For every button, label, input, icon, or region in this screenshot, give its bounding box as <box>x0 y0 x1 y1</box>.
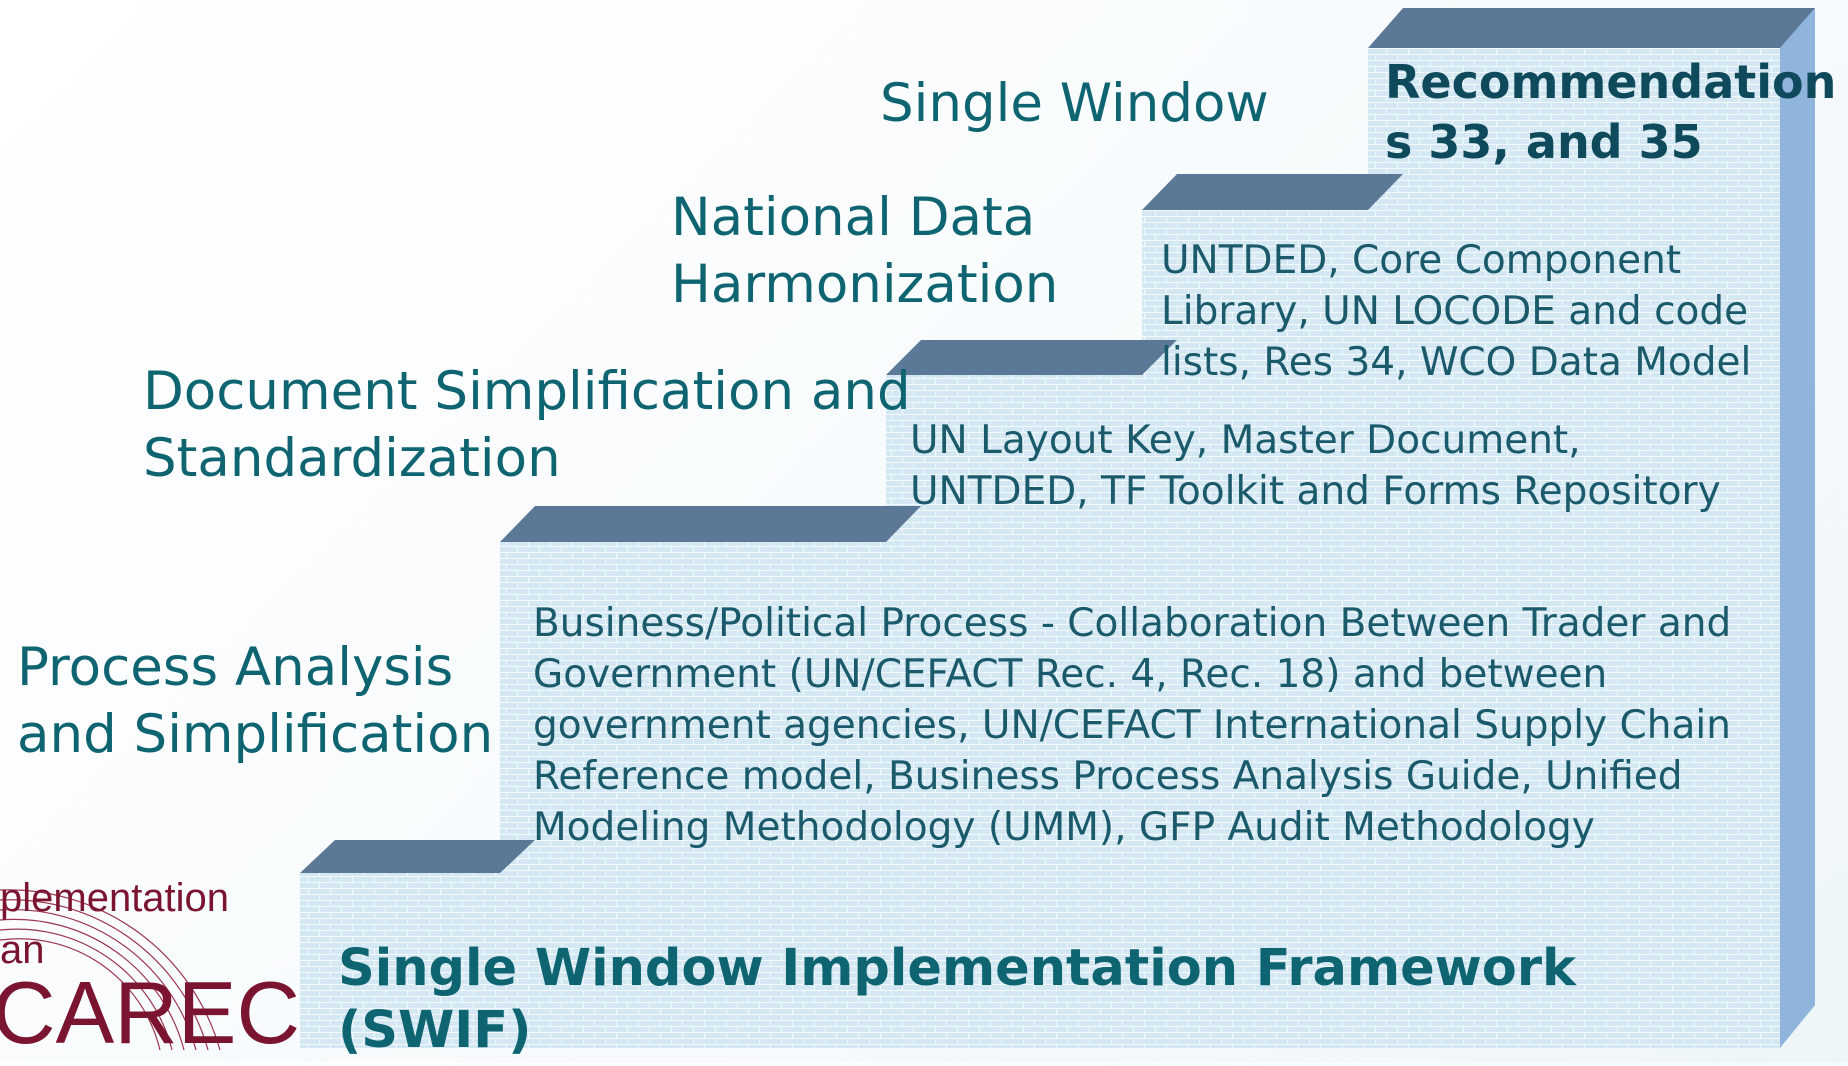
tread-top-2 <box>500 506 921 542</box>
content-line: Government (UN/CEFACT Rec. 4, Rec. 18) a… <box>533 652 1608 697</box>
content-line: Recommendation <box>1385 55 1837 109</box>
step-side <box>1780 8 1815 1048</box>
content-line: s 33, and 35 <box>1385 115 1703 169</box>
content-line: UNTDED, TF Toolkit and Forms Repository <box>910 469 1721 514</box>
label-single-window: Single Window <box>880 70 1269 137</box>
content-line: Library, UN LOCODE and code <box>1161 289 1749 334</box>
label-line: Document Simplification and <box>143 361 911 422</box>
content-line: Reference model, Business Process Analys… <box>533 754 1683 799</box>
tread-top-4 <box>1142 174 1403 210</box>
label-process-analysis: Process Analysis and Simplification <box>17 634 493 768</box>
logo-caption: plementation an <box>0 872 229 976</box>
tread-top-1 <box>300 840 535 873</box>
label-line: Harmonization <box>671 254 1059 315</box>
label-line: Single Window <box>880 73 1269 134</box>
label-national-data: National Data Harmonization <box>671 184 1058 318</box>
content-document-simplification: UN Layout Key, Master Document, UNTDED, … <box>910 415 1721 517</box>
title-line: (SWIF) <box>338 1001 532 1060</box>
tread-top-3 <box>886 340 1177 375</box>
carec-logo: plementation an CAREC <box>0 850 300 1062</box>
logo-arcs <box>0 889 221 1051</box>
step-face <box>300 48 1780 1048</box>
label-document-simplification: Document Simplification and Standardizat… <box>143 358 911 492</box>
content-line: Modeling Methodology (UMM), GFP Audit Me… <box>533 805 1595 850</box>
swif-title: Single Window Implementation Framework (… <box>338 938 1576 1062</box>
label-line: Standardization <box>143 428 561 489</box>
logo-line: plementation <box>0 876 230 920</box>
label-line: and Simplification <box>17 704 494 765</box>
content-line: lists, Res 34, WCO Data Model <box>1161 340 1752 385</box>
content-line: government agencies, UN/CEFACT Internati… <box>533 703 1731 748</box>
logo-brand: CAREC <box>0 963 301 1062</box>
logo-line: an <box>0 928 45 972</box>
label-line: Process Analysis <box>17 637 454 698</box>
label-line: National Data <box>671 187 1036 248</box>
tread-top-5 <box>1368 8 1815 48</box>
content-line: Business/Political Process - Collaborati… <box>533 601 1732 646</box>
content-line: UN Layout Key, Master Document, <box>910 418 1581 463</box>
content-process-analysis: Business/Political Process - Collaborati… <box>533 598 1731 853</box>
content-data-harmonization: UNTDED, Core Component Library, UN LOCOD… <box>1161 235 1751 388</box>
title-line: Single Window Implementation Framework <box>338 939 1576 998</box>
content-recommendations: Recommendation s 33, and 35 <box>1385 52 1836 172</box>
content-line: UNTDED, Core Component <box>1161 238 1682 283</box>
